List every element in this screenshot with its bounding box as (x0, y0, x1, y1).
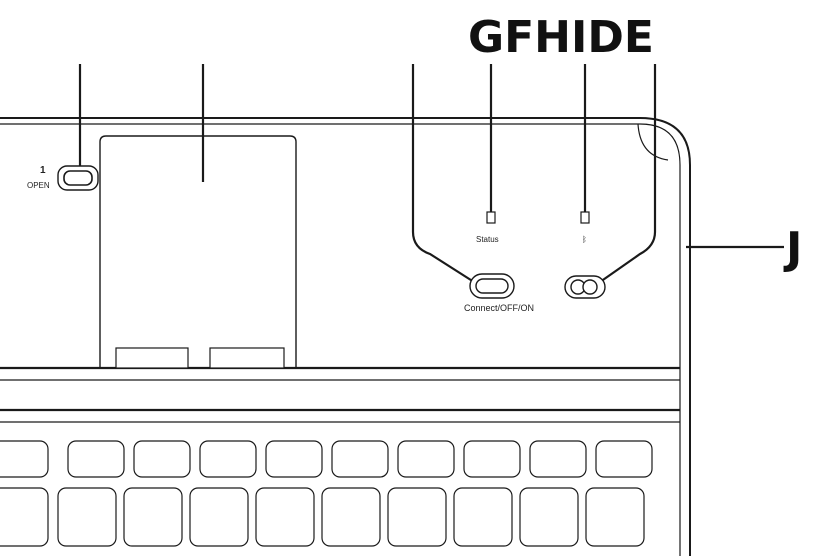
bluetooth-led-icon (580, 211, 590, 224)
keyboard-key[interactable] (595, 440, 653, 478)
bluetooth-symbol-icon: ᛒ (582, 235, 587, 244)
power-switch-group (564, 275, 606, 299)
keyboard-key[interactable] (331, 440, 389, 478)
key-grid (0, 440, 653, 547)
device-slot (99, 135, 297, 369)
keyboard-key[interactable] (0, 440, 49, 478)
body-inner-edge (0, 123, 681, 556)
keyboard-key[interactable] (585, 487, 645, 547)
slot-foot-left (115, 347, 189, 369)
open-switch-icon[interactable] (63, 170, 93, 186)
open-number-label: 1 (40, 165, 46, 176)
slot-outline (99, 135, 297, 368)
keyboard-key[interactable] (519, 487, 579, 547)
connect-button-group: Connect/OFF/ON (464, 273, 534, 313)
body-outer-edge (0, 117, 691, 556)
keyboard-key[interactable] (0, 487, 49, 547)
leader-line-h (411, 64, 475, 283)
slot-foot-right (209, 347, 285, 369)
keyboard-key[interactable] (199, 440, 257, 478)
callout-letter-j: J (783, 223, 802, 274)
power-switch-knob2-icon[interactable] (582, 279, 598, 295)
leader-lines (78, 64, 784, 283)
status-led-icon (486, 211, 496, 224)
connect-button-inner[interactable] (475, 278, 509, 294)
leader-line-e (599, 64, 657, 283)
bluetooth-group: ᛒ (580, 211, 590, 244)
keyboard-key[interactable] (67, 440, 125, 478)
open-text-label: OPEN (27, 181, 50, 190)
keyboard-key[interactable] (387, 487, 447, 547)
keyboard-key[interactable] (463, 440, 521, 478)
keyboard-key[interactable] (133, 440, 191, 478)
keyboard-key[interactable] (453, 487, 513, 547)
keyboard-key[interactable] (255, 487, 315, 547)
keyboard-key[interactable] (123, 487, 183, 547)
keyboard-body (0, 117, 691, 556)
open-switch-group: 1 OPEN (27, 165, 99, 191)
connect-label: Connect/OFF/ON (464, 303, 534, 313)
keyboard-key[interactable] (189, 487, 249, 547)
callout-letters-gfhide: GFHIDE (468, 12, 654, 63)
corner-arc (637, 123, 669, 161)
keyboard-key[interactable] (265, 440, 323, 478)
keyboard-key[interactable] (397, 440, 455, 478)
keyboard-key[interactable] (529, 440, 587, 478)
status-group: Status (476, 211, 499, 244)
status-label: Status (476, 235, 499, 244)
keyboard-key[interactable] (57, 487, 117, 547)
keyboard-key[interactable] (321, 487, 381, 547)
